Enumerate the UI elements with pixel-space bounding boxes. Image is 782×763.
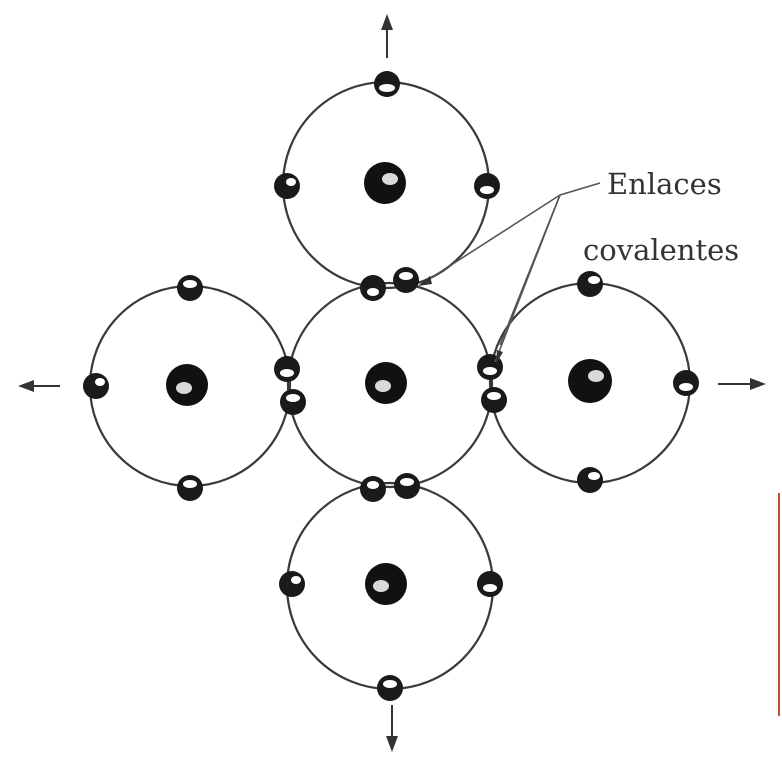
electron	[279, 571, 305, 597]
label-leaders	[418, 182, 601, 364]
electron	[274, 173, 300, 199]
electron	[477, 571, 503, 597]
electron	[177, 475, 203, 501]
label-line-2: covalentes	[583, 233, 739, 267]
nucleus-center	[365, 362, 407, 404]
electron	[374, 71, 400, 97]
electron	[474, 173, 500, 199]
electron	[177, 275, 203, 301]
arrow-right	[718, 378, 766, 390]
label-line-1: Enlaces	[607, 167, 722, 201]
electron	[577, 467, 603, 493]
nucleus-top	[364, 162, 406, 204]
arrow-left	[18, 380, 60, 392]
electron	[673, 370, 699, 396]
arrow-down	[386, 705, 398, 752]
electron	[377, 675, 403, 701]
orbit-center	[286, 281, 494, 489]
bond-pair-top	[360, 267, 419, 301]
bond-pair-left	[274, 356, 306, 415]
nucleus-bottom	[365, 563, 407, 605]
electron	[577, 271, 603, 297]
electron	[83, 373, 109, 399]
nucleus-left	[166, 364, 208, 406]
nucleus-right	[568, 359, 612, 403]
arrow-up	[381, 14, 393, 58]
bond-pair-bottom	[360, 473, 420, 502]
